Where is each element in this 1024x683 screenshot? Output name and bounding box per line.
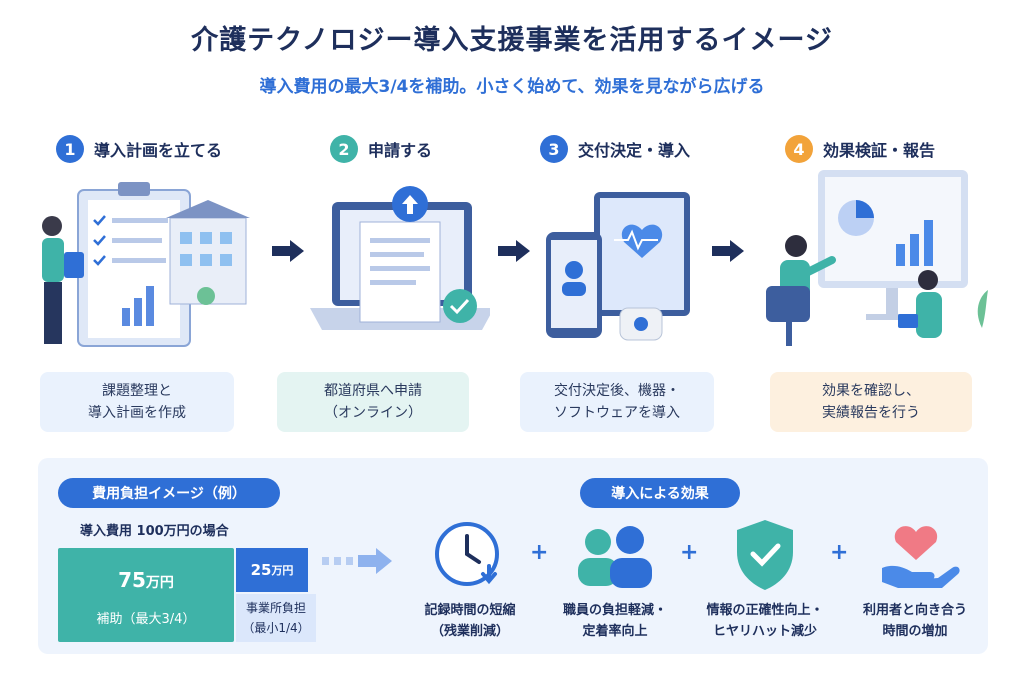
verification-illustration bbox=[766, 170, 988, 346]
planning-illustration bbox=[42, 182, 250, 347]
step-2-caption: 都道府県へ申請 （オンライン） bbox=[277, 372, 469, 432]
self-pay-label-line2: （最小1/4） bbox=[242, 621, 310, 635]
effect-time-line1: 記録時間の短縮 bbox=[424, 603, 516, 618]
devices-illustration bbox=[546, 192, 690, 341]
self-pay-label-line1: 事業所負担 bbox=[245, 601, 306, 615]
effect-item-safety: 情報の正確性向上・ヒヤリハット減少 bbox=[700, 516, 830, 639]
step-4-caption-line1: 効果を確認し、 bbox=[822, 383, 920, 399]
staff-icon bbox=[578, 526, 652, 588]
effect-safety-line2: ヒヤリハット減少 bbox=[712, 624, 817, 639]
effects-pill: 導入による効果 bbox=[580, 478, 740, 508]
page-title: 介護テクノロジー導入支援事業を活用するイメージ bbox=[191, 25, 833, 56]
step-1-caption-line2: 導入計画を作成 bbox=[88, 405, 186, 421]
effect-safety-line1: 情報の正確性向上・ bbox=[706, 603, 824, 618]
step-4-number: 4 bbox=[785, 135, 813, 163]
cost-case-label: 導入費用 100万円の場合 bbox=[80, 524, 229, 539]
heart-hand-icon bbox=[882, 526, 960, 588]
flow-arrow-icon bbox=[322, 548, 392, 574]
shield-check-icon bbox=[737, 520, 793, 590]
subsidy-bar: 75万円 補助（最大3/4） bbox=[58, 548, 234, 642]
effect-item-time: 記録時間の短縮 （残業削減） bbox=[405, 516, 535, 639]
step-1-caption-line1: 課題整理と bbox=[102, 383, 172, 399]
effect-time-line2: （残業削減） bbox=[430, 624, 509, 639]
step-3-caption-line2: ソフトウェアを導入 bbox=[554, 405, 680, 421]
subsidy-value: 75 bbox=[118, 568, 146, 592]
clock-icon bbox=[435, 522, 499, 586]
effect-staff-line2: 定着率向上 bbox=[582, 624, 648, 639]
step-arrow-icon bbox=[498, 240, 530, 262]
step-4-header: 4 効果検証・報告 bbox=[785, 134, 935, 164]
step-3-header: 3 交付決定・導入 bbox=[540, 134, 690, 164]
effect-care-line1: 利用者と向き合う bbox=[862, 603, 967, 618]
step-1-caption: 課題整理と 導入計画を作成 bbox=[40, 372, 234, 432]
plus-icon: + bbox=[530, 540, 549, 565]
plus-icon: + bbox=[680, 540, 699, 565]
effect-care-line2: 時間の増加 bbox=[882, 624, 948, 639]
step-3-caption: 交付決定後、機器・ ソフトウェアを導入 bbox=[520, 372, 714, 432]
page-subtitle: 導入費用の最大3/4を補助。小さく始めて、効果を見ながら広げる bbox=[259, 77, 765, 97]
laptop-application-illustration bbox=[310, 186, 490, 330]
effect-item-care: 利用者と向き合う時間の増加 bbox=[850, 516, 980, 639]
step-2-caption-line2: （オンライン） bbox=[324, 405, 422, 421]
step-4-label: 効果検証・報告 bbox=[823, 141, 936, 160]
step-2-caption-line1: 都道府県へ申請 bbox=[324, 383, 422, 399]
step-4-caption-line2: 実績報告を行う bbox=[822, 405, 920, 421]
step-4-caption: 効果を確認し、 実績報告を行う bbox=[770, 372, 972, 432]
subsidy-unit: 万円 bbox=[145, 575, 174, 591]
self-pay-value: 25 bbox=[250, 561, 272, 579]
step-arrow-icon bbox=[272, 240, 304, 262]
step-1-label: 導入計画を立てる bbox=[94, 141, 223, 160]
step-1-header: 1 導入計画を立てる bbox=[56, 134, 222, 164]
step-3-caption-line1: 交付決定後、機器・ bbox=[554, 383, 680, 399]
step-3-label: 交付決定・導入 bbox=[578, 141, 691, 160]
effect-item-staff: 職員の負担軽減・定着率向上 bbox=[550, 516, 680, 639]
step-2-header: 2 申請する bbox=[330, 134, 432, 164]
step-2-label: 申請する bbox=[368, 141, 433, 160]
step-1-number: 1 bbox=[56, 135, 84, 163]
cost-pill: 費用負担イメージ（例） bbox=[58, 478, 280, 508]
step-3-number: 3 bbox=[540, 135, 568, 163]
subsidy-label: 補助（最大3/4） bbox=[96, 612, 196, 627]
step-arrow-icon bbox=[712, 240, 744, 262]
self-pay-label: 事業所負担 （最小1/4） bbox=[236, 594, 316, 642]
self-pay-unit: 万円 bbox=[271, 564, 294, 577]
step-2-number: 2 bbox=[330, 135, 358, 163]
effect-staff-line1: 職員の負担軽減・ bbox=[562, 603, 667, 618]
plus-icon: + bbox=[830, 540, 849, 565]
